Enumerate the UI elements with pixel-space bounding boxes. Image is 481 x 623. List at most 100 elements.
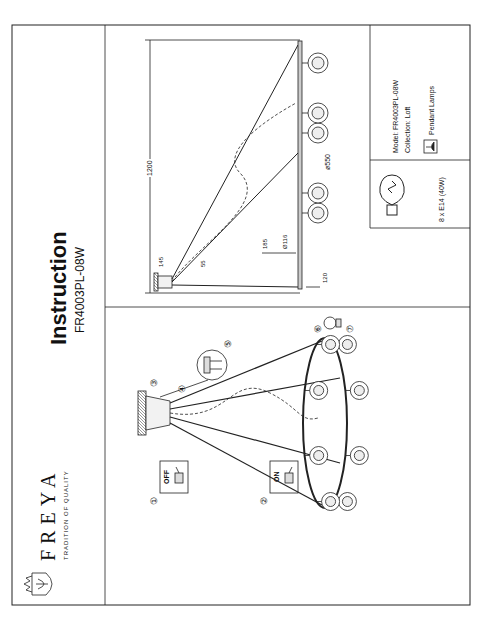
drawing-stroke bbox=[175, 473, 183, 483]
bulb-icon bbox=[380, 175, 405, 215]
drawing-stroke bbox=[302, 213, 308, 214]
drawing-stroke bbox=[172, 153, 298, 282]
info-cell-divider bbox=[370, 160, 470, 161]
drawing-stroke bbox=[172, 285, 298, 287]
drawing-stroke bbox=[322, 493, 340, 511]
collection-info: Collection: Loft bbox=[404, 107, 411, 153]
bulb-spec: 8 x E14 (40W) bbox=[438, 177, 445, 222]
drawing-stroke bbox=[204, 357, 210, 373]
dimension-label: 145 bbox=[158, 257, 164, 267]
drawing-stroke bbox=[426, 147, 431, 148]
callout-number: ④ bbox=[178, 385, 187, 393]
drawing-stroke bbox=[170, 378, 340, 409]
dimension-label: 55 bbox=[200, 260, 206, 267]
switch-off-box bbox=[160, 461, 188, 493]
drawing-stroke bbox=[350, 381, 368, 399]
drawing-stroke bbox=[210, 369, 222, 370]
drawing-stroke bbox=[312, 207, 324, 219]
drawing-stroke bbox=[197, 350, 227, 380]
drawing-stroke bbox=[354, 385, 364, 395]
callout-number: ② bbox=[260, 497, 269, 505]
drawing-stroke bbox=[270, 461, 298, 493]
header-divider bbox=[105, 25, 106, 605]
info-strip-left bbox=[370, 228, 470, 229]
drawing-stroke bbox=[314, 451, 324, 461]
power-wire bbox=[170, 388, 318, 419]
ceiling-canopy bbox=[138, 391, 170, 435]
drawing-stroke bbox=[306, 287, 320, 288]
sheet-title: Instruction bbox=[48, 231, 70, 345]
switch-label: ON bbox=[273, 472, 280, 483]
drawing-stroke bbox=[342, 497, 352, 507]
drawing-stroke bbox=[338, 335, 356, 353]
drawing-stroke bbox=[312, 57, 324, 69]
drawing-stroke bbox=[176, 467, 179, 473]
category-info: Pendant Lamps bbox=[428, 86, 435, 135]
drawing-stroke bbox=[326, 497, 336, 507]
side-wire bbox=[172, 103, 296, 281]
drawing-stroke bbox=[170, 423, 322, 505]
drawing-stroke bbox=[308, 123, 328, 143]
side-spot-lamps bbox=[302, 53, 328, 223]
sheet-frame bbox=[12, 25, 470, 605]
dimension-label: 185 bbox=[262, 239, 268, 249]
drawing-stroke bbox=[336, 319, 341, 327]
side-canopy bbox=[154, 273, 172, 291]
dim-ticks bbox=[262, 253, 320, 287]
drawing-stroke bbox=[314, 385, 324, 395]
drawing-stroke bbox=[160, 380, 208, 397]
drawing-stroke bbox=[24, 576, 32, 592]
model-number: FR4003PL-08W bbox=[74, 247, 86, 333]
suspension-cords bbox=[170, 341, 340, 505]
panel-divider bbox=[105, 307, 470, 308]
pendant-icon bbox=[424, 140, 437, 153]
dimension-label: ø550 bbox=[324, 154, 331, 170]
drawing-stroke bbox=[388, 181, 396, 193]
drawing-stroke bbox=[145, 40, 300, 41]
drawing-stroke bbox=[210, 361, 222, 362]
model-info: Model: FR4003PL-08W bbox=[392, 80, 399, 153]
drawing-stroke bbox=[432, 142, 435, 151]
drawing-stroke bbox=[154, 273, 158, 291]
drawing-stroke bbox=[170, 417, 340, 463]
brand-name: FREYA bbox=[38, 468, 58, 561]
drawing-stroke bbox=[354, 451, 364, 461]
drawing-stroke bbox=[380, 175, 405, 205]
drawing-stroke bbox=[350, 447, 368, 465]
drawing-stroke bbox=[338, 493, 356, 511]
callout-number: ⑤ bbox=[224, 340, 233, 348]
drawing-stroke bbox=[158, 276, 172, 288]
drawing-stroke bbox=[308, 53, 328, 73]
switch-on-box bbox=[270, 461, 298, 493]
drawing-stroke bbox=[285, 473, 293, 483]
drawing-stroke bbox=[170, 341, 322, 403]
drawing-stroke bbox=[308, 183, 328, 203]
drawing-stroke bbox=[312, 107, 324, 119]
drawing-stroke bbox=[308, 203, 328, 223]
dimension-label: 120 bbox=[322, 273, 328, 283]
callout-number: ① bbox=[150, 497, 159, 505]
drawing-stroke bbox=[312, 127, 324, 139]
info-strip-top bbox=[370, 25, 371, 228]
callout-number: ③ bbox=[150, 379, 159, 387]
callout-number: ⑥ bbox=[314, 325, 323, 333]
spot-lamps bbox=[305, 335, 369, 510]
drawing-stroke bbox=[310, 381, 328, 399]
drawing-stroke bbox=[424, 140, 437, 153]
brand-slogan: TRADITION OF QUALITY bbox=[63, 470, 69, 560]
drawing-stroke bbox=[312, 187, 324, 199]
drawing-stroke bbox=[302, 113, 308, 114]
dimension-label: 1200 bbox=[146, 159, 153, 177]
drawing-stroke bbox=[302, 63, 308, 64]
drawing-stroke bbox=[138, 391, 146, 435]
callout-number: ⑦ bbox=[346, 325, 355, 333]
drawing-stroke bbox=[310, 447, 328, 465]
drawing-stroke bbox=[160, 461, 188, 493]
drawing-stroke bbox=[36, 579, 48, 589]
drawing-stroke bbox=[308, 103, 328, 123]
drawing-stroke bbox=[326, 339, 336, 349]
drawing-stroke bbox=[302, 133, 308, 134]
drawing-stroke bbox=[146, 396, 170, 430]
